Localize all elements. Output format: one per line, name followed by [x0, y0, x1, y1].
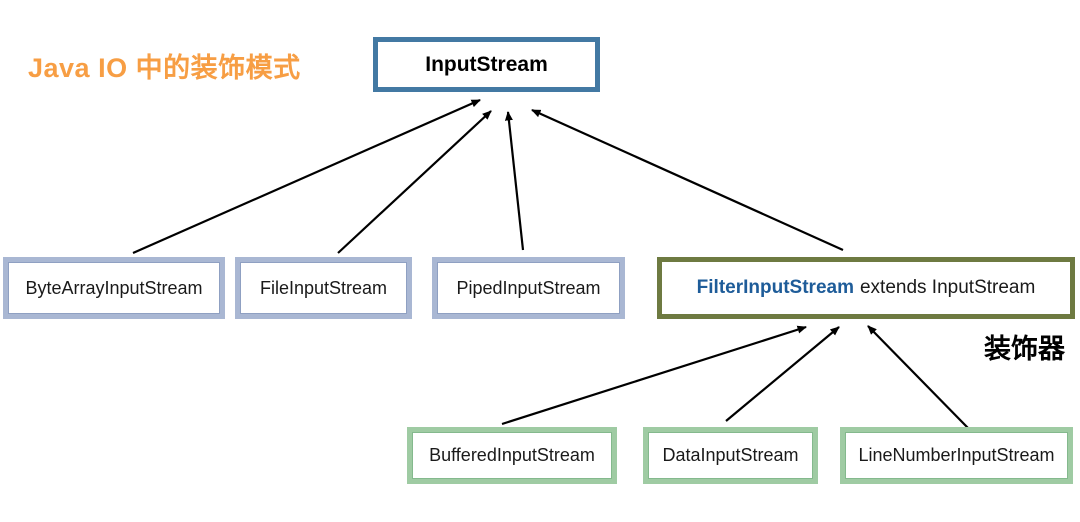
class-label-filterinputstream: FilterInputStream	[696, 277, 854, 298]
class-box-linenumberinputstream: LineNumberInputStream	[840, 427, 1073, 484]
class-box-pipedinputstream: PipedInputStream	[432, 257, 625, 319]
class-box-inputstream: InputStream	[373, 37, 600, 92]
arrow-buffered-to-filter	[501, 325, 807, 426]
class-label-inputstream: InputStream	[425, 52, 548, 76]
arrow-bytearray-to-inputstream	[132, 98, 481, 255]
class-box-datainputstream: DataInputStream	[643, 427, 818, 484]
class-label-datainputstream: DataInputStream	[662, 445, 799, 465]
arrow-file-to-inputstream	[337, 110, 492, 254]
arrow-data-to-filter	[725, 326, 840, 422]
class-label-fileinputstream: FileInputStream	[259, 277, 388, 298]
class-label-linenumberinputstream: LineNumberInputStream	[858, 445, 1055, 465]
class-label-bufferedinputstream: BufferedInputStream	[429, 445, 595, 465]
class-box-bytearrayinputstream: ByteArrayInputStream	[3, 257, 225, 319]
arrow-piped-to-inputstream	[504, 111, 525, 251]
class-box-fileinputstream: FileInputStream	[235, 257, 412, 319]
diagram-title: Java IO 中的装饰模式	[28, 53, 301, 83]
decorator-caption: 装饰器	[984, 334, 1065, 364]
class-box-bufferedinputstream: BufferedInputStream	[407, 427, 617, 484]
class-label-bytearrayinputstream: ByteArrayInputStream	[25, 277, 203, 298]
class-label-pipedinputstream: PipedInputStream	[456, 277, 601, 298]
arrow-linenumber-to-filter	[867, 325, 969, 429]
class-label-filter-suffix: extends InputStream	[859, 277, 1036, 298]
class-box-filterinputstream: FilterInputStream extends InputStream	[657, 257, 1075, 319]
arrow-filter-to-inputstream	[531, 108, 844, 252]
